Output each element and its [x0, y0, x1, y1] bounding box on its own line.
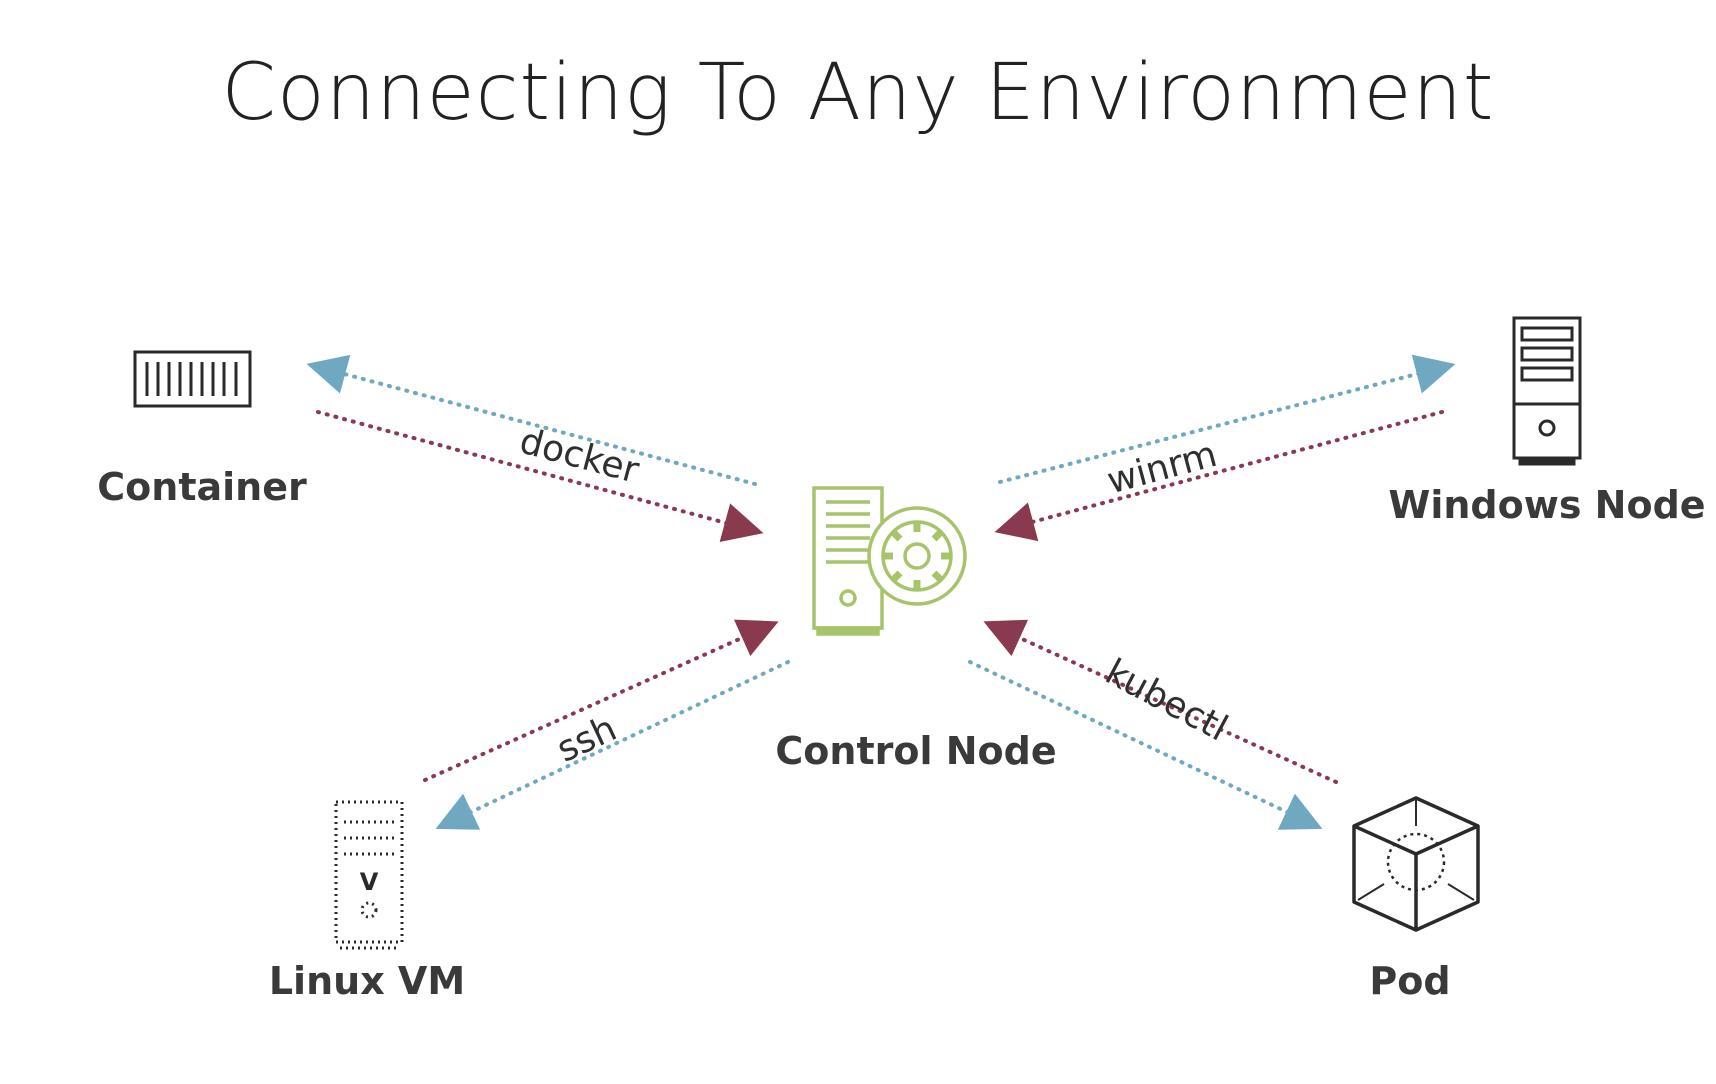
winrm-protocol-label: winrm	[1103, 434, 1221, 502]
vm-badge-glyph: V	[360, 868, 379, 896]
docker-protocol-label: docker	[515, 421, 643, 492]
control-node: Control Node	[775, 486, 1057, 773]
winrm-outbound-arrow	[998, 354, 1456, 484]
container-node: Container	[97, 350, 307, 509]
server-tower-icon	[1512, 316, 1582, 466]
linux-vm-label: Linux VM	[269, 959, 465, 1003]
kubectl-outbound-arrow	[968, 660, 1323, 830]
kubectl-inbound-arrow	[983, 619, 1338, 784]
ssh-outbound-arrow	[435, 660, 790, 830]
kubectl-protocol-label: kubectl	[1099, 652, 1234, 750]
virtual-machine-icon	[334, 800, 404, 950]
control-node-label: Control Node	[775, 729, 1056, 773]
docker-inbound-arrow	[316, 410, 764, 542]
pod-label: Pod	[1369, 959, 1450, 1003]
windows-node-label: Windows Node	[1388, 483, 1705, 527]
container-label: Container	[97, 465, 307, 509]
windows-node: Windows Node	[1388, 316, 1706, 527]
cube-icon	[1352, 796, 1480, 932]
docker-outbound-arrow	[306, 354, 757, 486]
winrm-inbound-arrow	[994, 410, 1444, 542]
pod-node: Pod	[1352, 796, 1480, 1003]
ssh-protocol-label: ssh	[551, 708, 623, 771]
slide-title: Connecting To Any Environment	[221, 48, 1495, 138]
server-gear-icon	[812, 486, 967, 636]
container-icon	[133, 350, 252, 408]
linux-vm-node: V Linux VM	[269, 800, 465, 1003]
ssh-inbound-arrow	[423, 619, 779, 782]
